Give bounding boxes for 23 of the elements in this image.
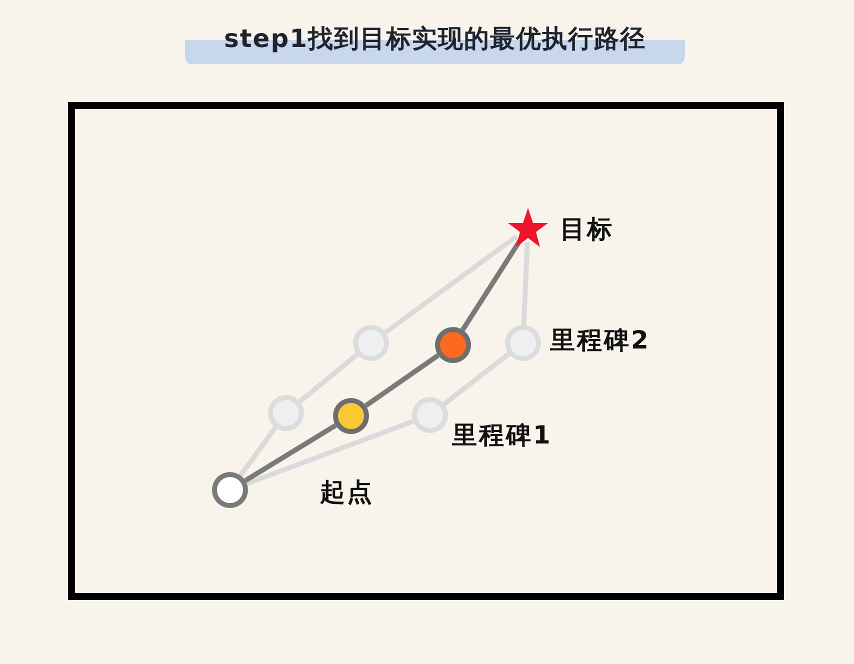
- goal-star: [507, 207, 549, 249]
- milestone-circle: [353, 325, 389, 361]
- path-line: [298, 352, 359, 404]
- path-line: [244, 423, 337, 483]
- node-label: 目标: [560, 214, 614, 246]
- path-line: [238, 426, 278, 477]
- path-line: [521, 242, 530, 326]
- milestone-circle: [212, 472, 248, 508]
- path-line: [384, 234, 518, 334]
- path-line: [460, 238, 523, 332]
- milestone-circle: [333, 398, 369, 434]
- milestone-circle: [435, 327, 471, 363]
- milestone-circle: [505, 325, 541, 361]
- frame-box: [68, 102, 784, 600]
- milestone-circle: [412, 397, 448, 433]
- node-label: 起点: [320, 476, 374, 508]
- node-label: 里程碑1: [452, 420, 552, 452]
- path-line: [364, 353, 440, 408]
- title: step1找到目标实现的最优执行路径: [185, 22, 685, 66]
- path-line: [442, 352, 510, 406]
- node-label: 里程碑2: [550, 324, 650, 356]
- path-line: [246, 418, 414, 486]
- milestone-circle: [268, 395, 304, 431]
